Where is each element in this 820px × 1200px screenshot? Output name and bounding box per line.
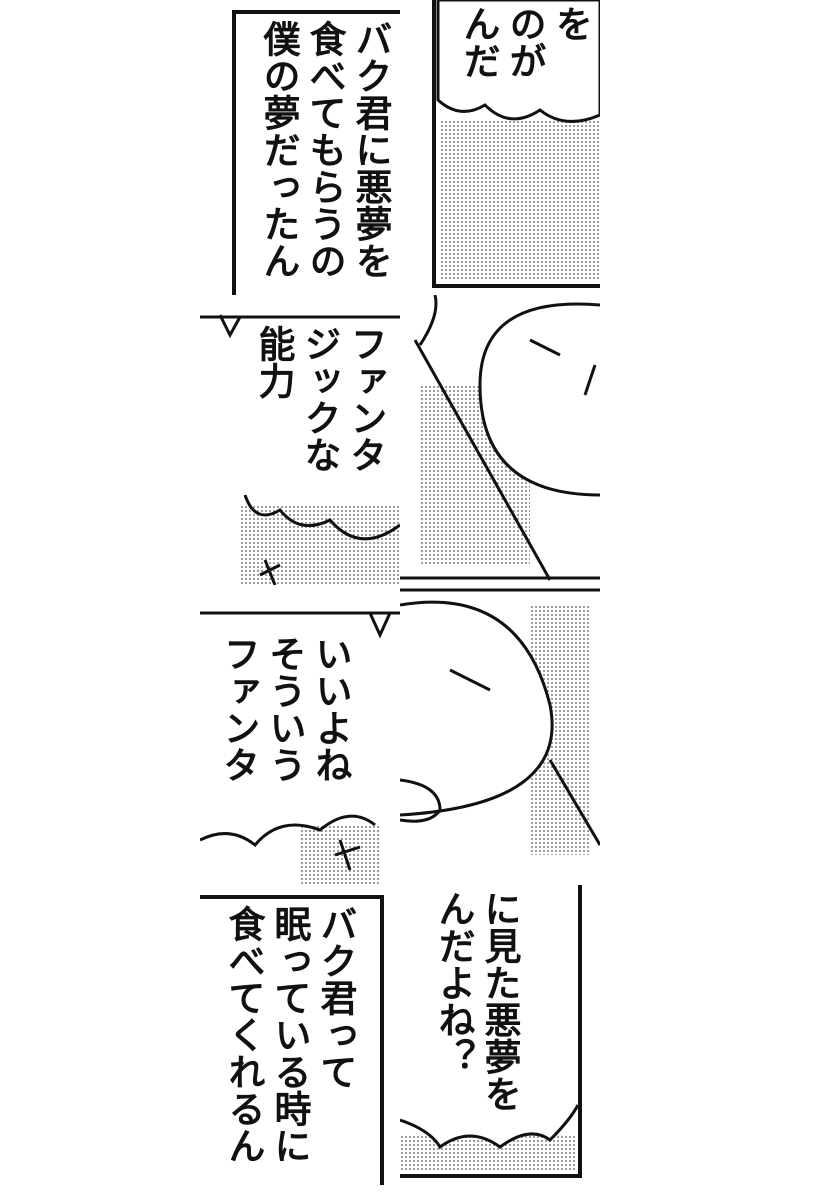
text-line: のが: [503, 5, 546, 79]
text-line: そういう: [263, 635, 306, 783]
screentone: [440, 120, 600, 280]
text-line: バク君に悪夢を: [349, 20, 392, 279]
manga-tile-2: を のが んだ: [400, 0, 600, 295]
manga-tile-6: [400, 585, 600, 885]
speech-bubble-outline: [200, 611, 400, 871]
text-line: バク君って: [314, 905, 357, 1090]
narration-text: バク君って 眠っている時に 食べてくれるん: [220, 905, 358, 1164]
text-line: ジックな: [298, 325, 341, 473]
screentone: [300, 825, 380, 885]
speech-text: に見た悪夢を んだよね？: [430, 890, 522, 1112]
text-line: んだよね？: [432, 890, 475, 1075]
speech-bubble-outline: [436, 0, 600, 123]
text-line: に見た悪夢を: [478, 890, 521, 1112]
manga-tile-1: バク君に悪夢を 食べてもらうの 僕の夢だったん: [200, 0, 400, 295]
text-line: ファンタ: [217, 635, 260, 783]
text-line: ファンタ: [344, 325, 387, 473]
manga-tile-8: に見た悪夢を んだよね？: [400, 885, 600, 1185]
manga-tile-7: バク君って 眠っている時に 食べてくれるん: [200, 885, 400, 1185]
speech-bubble-outline: [200, 314, 400, 585]
text-line: 僕の夢だったん: [257, 20, 300, 279]
text-line: を: [549, 5, 592, 42]
text-line: 食べてもらうの: [303, 20, 346, 279]
narration-box: [232, 10, 400, 295]
speech-text: を のが んだ: [455, 5, 593, 79]
manga-tile-3: ファンタ ジックな 能力: [200, 295, 400, 585]
manga-tile-4: [400, 295, 600, 585]
speech-bubble-outline: [400, 1104, 580, 1150]
speech-text: いいよね そういう ファンタ: [215, 635, 353, 783]
text-line: 能力: [252, 325, 295, 399]
text-line: いいよね: [309, 635, 352, 783]
narration-text: バク君に悪夢を 食べてもらうの 僕の夢だったん: [255, 20, 393, 279]
speech-text: ファンタ ジックな 能力: [250, 325, 388, 473]
narration-box: [200, 895, 384, 1185]
character-face-drawing: [400, 295, 600, 581]
manga-tile-5: いいよね そういう ファンタ: [200, 585, 400, 885]
text-line: んだ: [457, 5, 500, 79]
text-line: 食べてくれるん: [222, 905, 265, 1164]
text-line: 眠っている時に: [268, 905, 311, 1164]
character-face-drawing: [400, 588, 600, 846]
